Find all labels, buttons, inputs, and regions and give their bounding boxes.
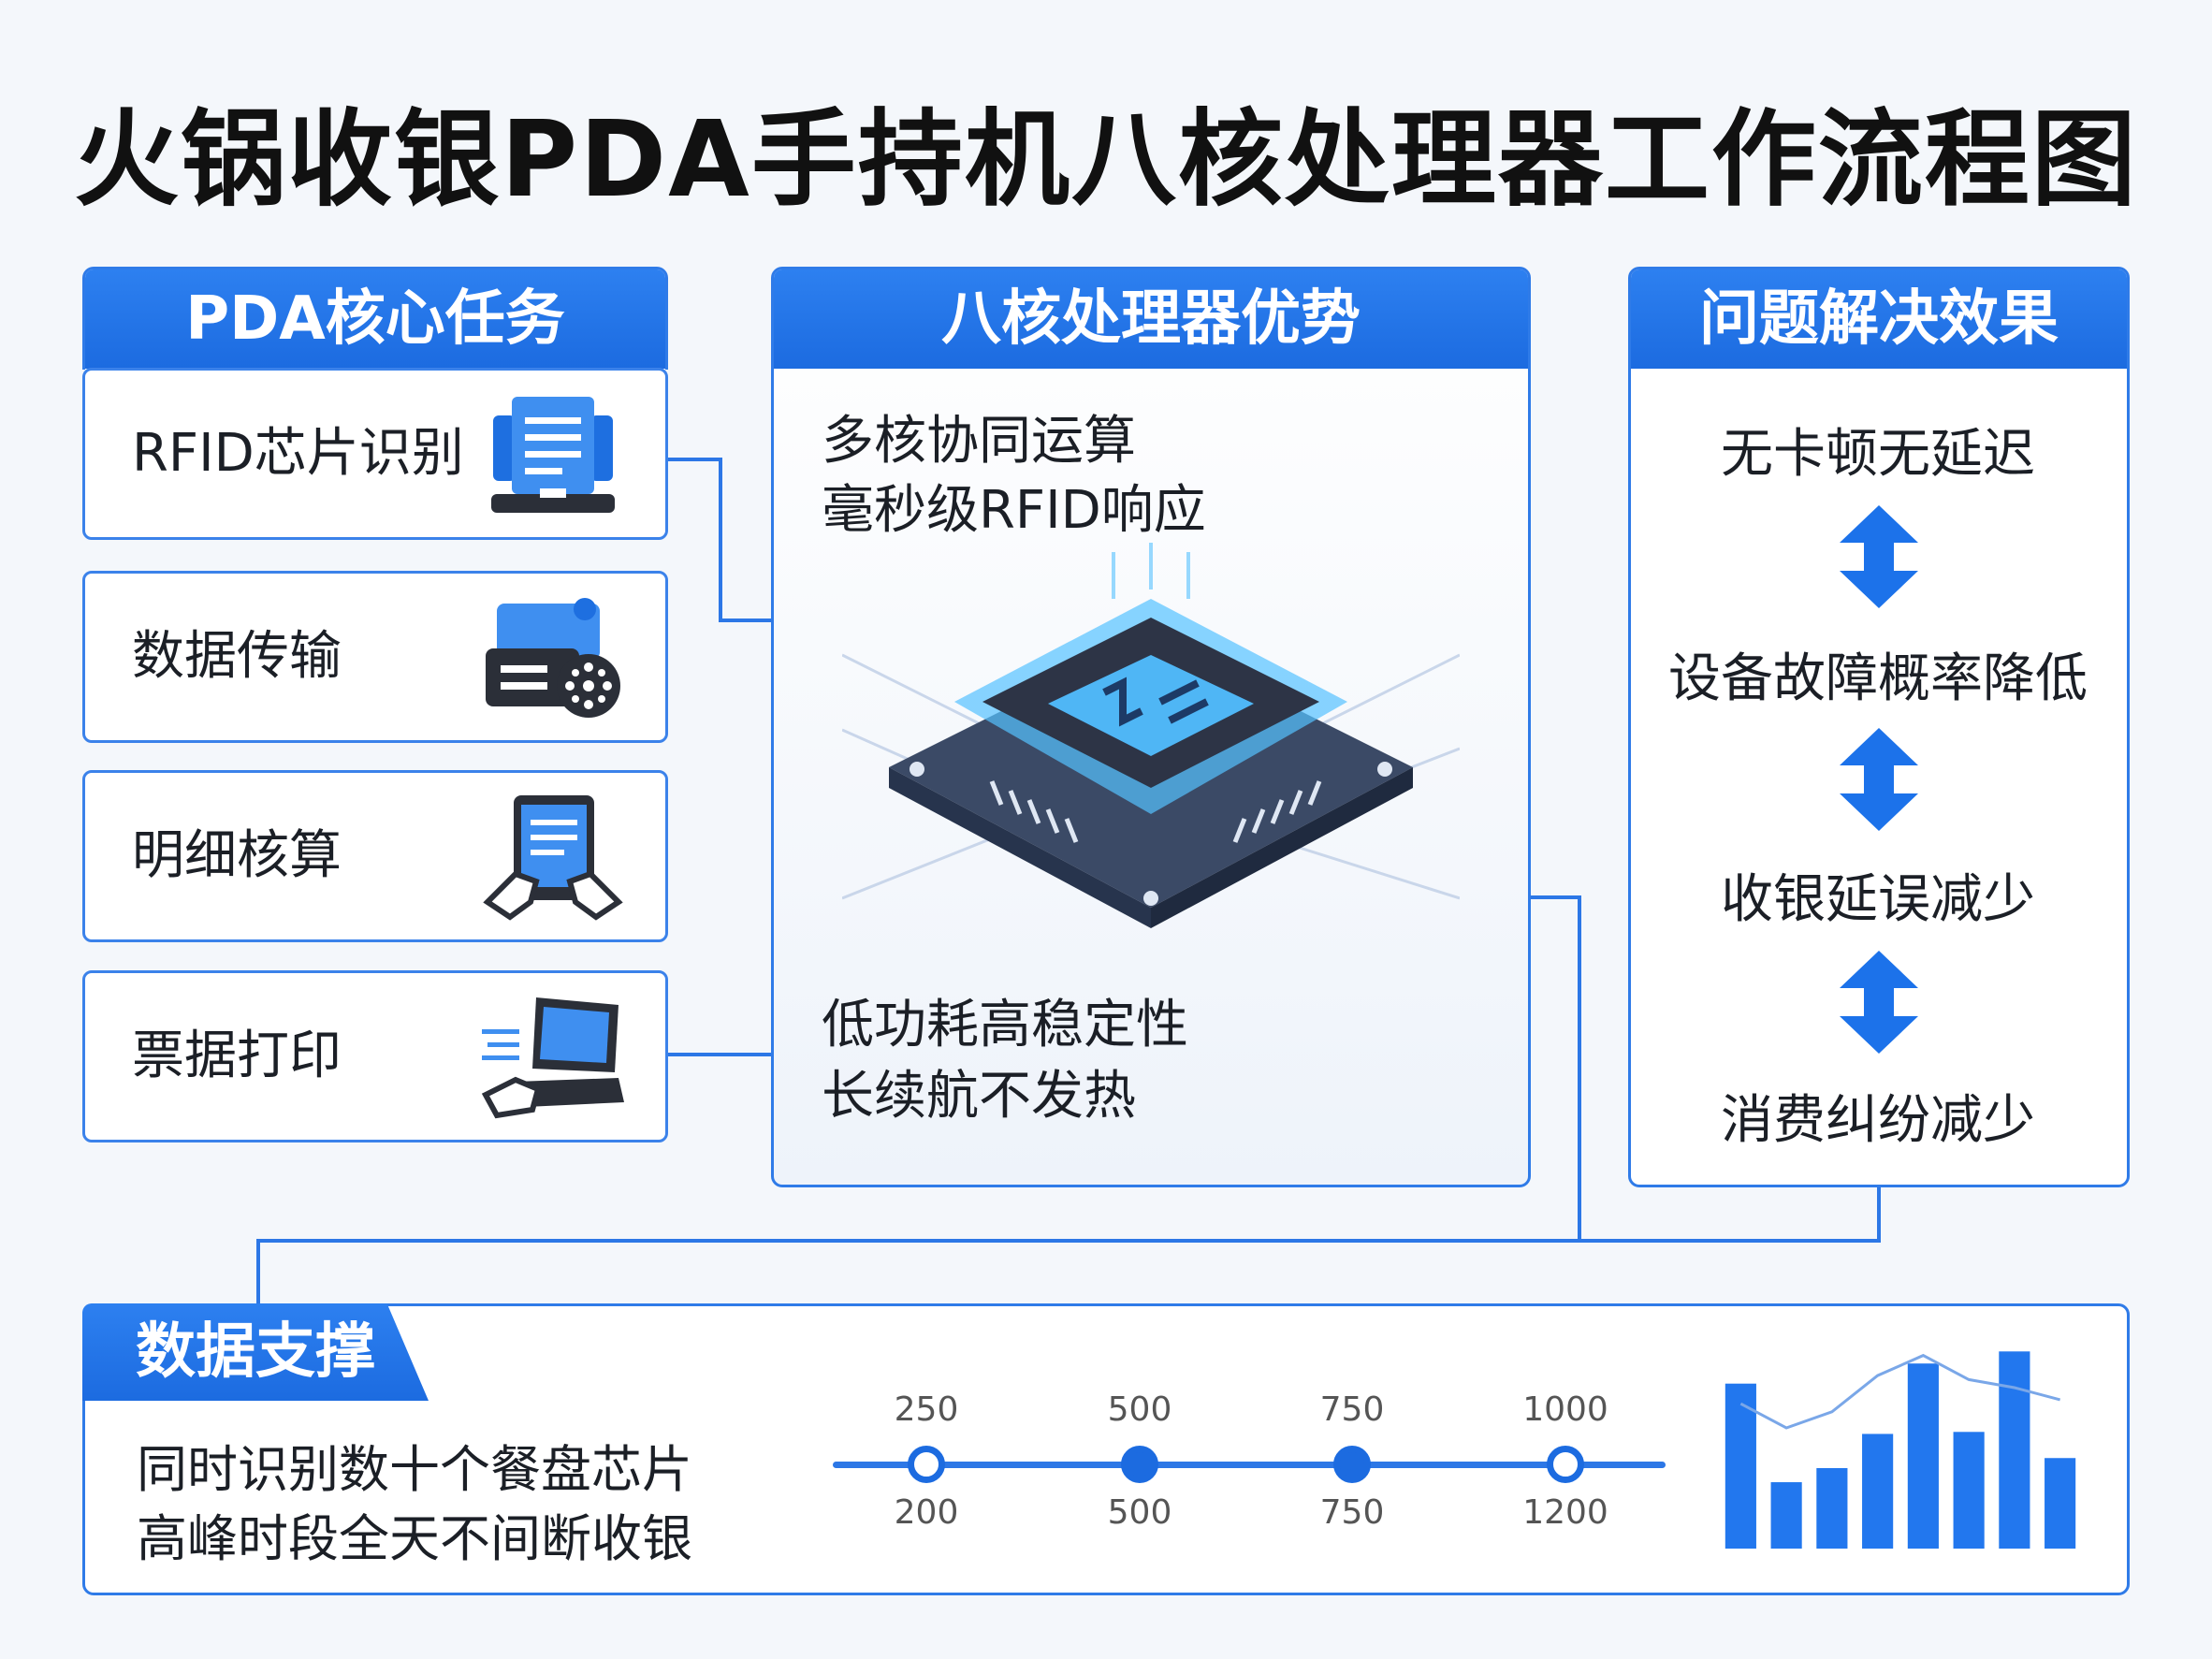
core-tasks-header: PDA核心任务 xyxy=(85,269,665,369)
timeline-top-label: 750 xyxy=(1319,1390,1385,1429)
data-support-header: 数据支撑 xyxy=(82,1303,429,1401)
connector-line xyxy=(1531,895,1581,899)
effect-item: 消费纠纷减少 xyxy=(1721,1090,2035,1151)
chart-bar xyxy=(1953,1432,1985,1549)
connector-line xyxy=(256,1239,260,1306)
timeline-node xyxy=(908,1446,945,1483)
tablet-hands-icon xyxy=(483,795,623,921)
advantage-line: 毫秒级RFID响应 xyxy=(822,480,1206,541)
task-label: 明细核算 xyxy=(132,825,342,886)
advantage-line: 低功耗高稳定性 xyxy=(822,995,1188,1055)
results-header: 问题解决效果 xyxy=(1631,269,2127,369)
processor-advantages-header: 八核处理器优势 xyxy=(774,269,1528,369)
double-arrow-icon xyxy=(1840,505,1918,608)
timeline-bottom-label: 500 xyxy=(1107,1493,1172,1532)
chart-bar xyxy=(1907,1363,1939,1549)
data-transfer-icon xyxy=(486,598,620,718)
laptop-typing-icon xyxy=(481,997,624,1119)
core-tasks-panel: PDA核心任务 xyxy=(82,267,668,370)
task-receipt-print: 票据打印 xyxy=(82,970,668,1142)
chart-bar xyxy=(1816,1468,1848,1549)
processor-chip-icon xyxy=(842,543,1460,928)
task-data-transfer: 数据传输 xyxy=(82,571,668,743)
connector-line xyxy=(256,1239,1881,1243)
timeline-node xyxy=(1333,1446,1371,1483)
page-title: 火锅收银PDA手持机八核处理器工作流程图 xyxy=(74,99,2138,221)
timeline-top-label: 250 xyxy=(894,1390,959,1429)
timeline-node xyxy=(1547,1446,1584,1483)
timeline-bottom-label: 1200 xyxy=(1522,1493,1608,1532)
advantage-line: 多核协同运算 xyxy=(822,411,1136,472)
chart-bar xyxy=(1770,1482,1802,1549)
timeline-track xyxy=(833,1462,1666,1468)
connector-line xyxy=(668,458,720,461)
double-arrow-icon xyxy=(1840,951,1918,1054)
chart-trend-line xyxy=(1739,1353,2061,1430)
document-scanner-icon xyxy=(491,397,615,513)
task-label: 数据传输 xyxy=(132,626,342,687)
connector-line xyxy=(668,1053,771,1056)
connector-line xyxy=(719,458,722,622)
bar-chart xyxy=(1724,1351,2076,1549)
timeline-top-label: 1000 xyxy=(1522,1390,1608,1429)
timeline-node xyxy=(1121,1446,1158,1483)
connector-line xyxy=(1578,895,1581,1243)
double-arrow-icon xyxy=(1840,728,1918,831)
effect-item: 无卡顿无延迟 xyxy=(1721,424,2035,485)
connector-line xyxy=(719,618,771,622)
effect-item: 收银延误减少 xyxy=(1721,869,2035,930)
chart-bar xyxy=(1999,1351,2030,1549)
task-detail-accounting: 明细核算 xyxy=(82,770,668,942)
task-label: 票据打印 xyxy=(132,1026,342,1086)
chart-bar xyxy=(1724,1383,1756,1549)
chart-bar xyxy=(2045,1458,2076,1549)
timeline-bottom-label: 750 xyxy=(1319,1493,1385,1532)
support-line: 高峰时段全天不间断收银 xyxy=(137,1509,692,1568)
task-rfid: RFID芯片识别 xyxy=(82,368,668,540)
effect-item: 设备故障概率降低 xyxy=(1668,648,2088,709)
support-line: 同时识别数十个餐盘芯片 xyxy=(137,1440,692,1499)
chart-bar xyxy=(1862,1433,1894,1549)
timeline-top-label: 500 xyxy=(1107,1390,1172,1429)
task-label: RFID芯片识别 xyxy=(132,423,464,484)
connector-line xyxy=(1877,1186,1881,1243)
advantage-line: 长续航不发热 xyxy=(822,1066,1136,1127)
timeline-bottom-label: 200 xyxy=(894,1493,959,1532)
